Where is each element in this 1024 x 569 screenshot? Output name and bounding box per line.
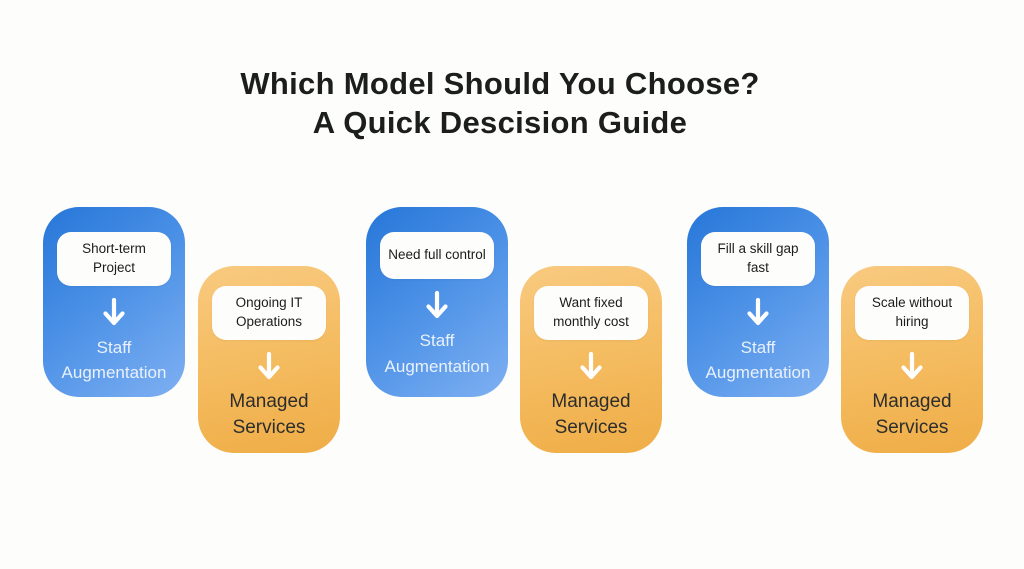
result-label: Staff Augmentation: [384, 331, 490, 376]
page-title-line-1: Which Model Should You Choose?: [240, 66, 760, 101]
condition-label: Short-term Project: [82, 241, 146, 275]
down-arrow-icon: [578, 351, 604, 382]
down-arrow-icon: [745, 297, 771, 328]
page-title-line-2: A Quick Descision Guide: [312, 105, 688, 140]
condition-label: Scale without hiring: [871, 295, 953, 329]
condition-label: Fill a skill gap fast: [717, 241, 799, 275]
condition-pill: Fill a skill gap fast: [701, 232, 815, 286]
down-arrow-icon: [424, 290, 450, 321]
decision-card-scale-without-hiring: Scale without hiring Managed Services: [841, 266, 983, 453]
down-arrow-icon: [899, 351, 925, 382]
condition-label: Need full control: [388, 247, 486, 263]
decision-card-need-full-control: Need full control Staff Augmentation: [366, 207, 508, 397]
result-label: Managed Services: [872, 390, 952, 439]
condition-pill: Short-term Project: [57, 232, 171, 286]
condition-pill: Want fixed monthly cost: [534, 286, 648, 340]
condition-label: Want fixed monthly cost: [553, 295, 629, 329]
result-label: Managed Services: [551, 390, 631, 439]
result-label: Staff Augmentation: [61, 337, 167, 383]
condition-pill: Scale without hiring: [855, 286, 969, 340]
condition-pill: Need full control: [380, 232, 494, 279]
condition-pill: Ongoing IT Operations: [212, 286, 326, 340]
down-arrow-icon: [101, 297, 127, 328]
condition-label: Ongoing IT Operations: [235, 295, 303, 329]
page-title: Which Model Should You Choose? A Quick D…: [0, 64, 1000, 142]
down-arrow-icon: [256, 351, 282, 382]
decision-card-ongoing-it-operations: Ongoing IT Operations Managed Services: [198, 266, 340, 453]
result-label: Staff Augmentation: [705, 337, 811, 383]
decision-card-want-fixed-monthly-cost: Want fixed monthly cost Managed Services: [520, 266, 662, 453]
decision-card-fill-a-skill-gap-fast: Fill a skill gap fast Staff Augmentation: [687, 207, 829, 397]
result-label: Managed Services: [229, 390, 309, 439]
decision-card-short-term-project: Short-term Project Staff Augmentation: [43, 207, 185, 397]
